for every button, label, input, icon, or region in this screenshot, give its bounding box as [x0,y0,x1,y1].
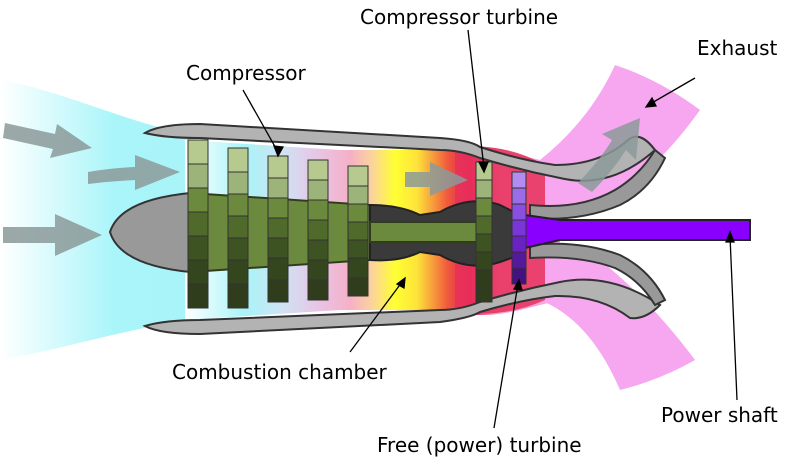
blade-row-icon [228,148,248,308]
blade-row-icon [308,160,328,300]
label-combustion-chamber: Combustion chamber [172,360,388,384]
label-exhaust: Exhaust [697,36,778,60]
blade-row-icon [348,166,368,296]
label-compressor-turbine: Compressor turbine [360,5,558,29]
blade-row-icon [268,156,288,302]
label-power-shaft: Power shaft [661,403,778,427]
blade-row-icon [188,140,208,308]
label-compressor: Compressor [186,61,307,85]
compressor-turbine-blades [476,162,492,302]
free-turbine-blades [512,172,526,284]
exhaust-plume-lower [540,250,695,390]
compressor-shaft [370,222,485,242]
label-free-turbine: Free (power) turbine [377,433,582,457]
